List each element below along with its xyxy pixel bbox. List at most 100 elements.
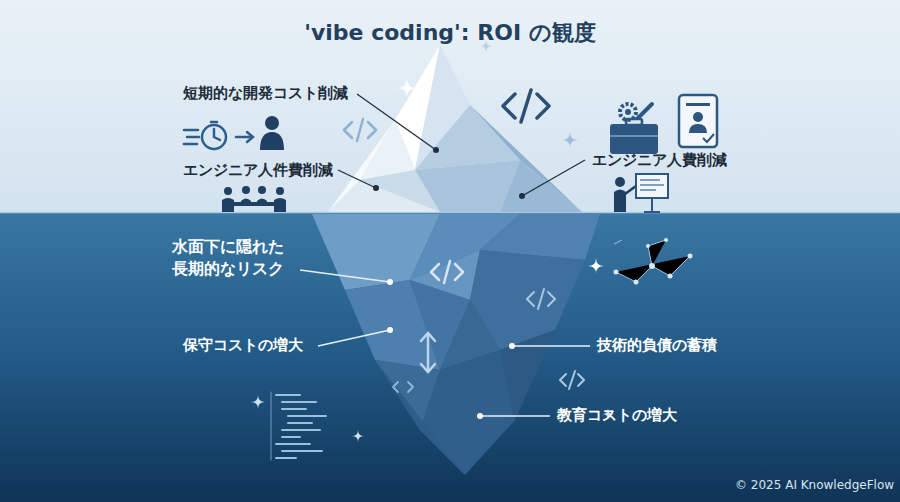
leader-line bbox=[433, 147, 439, 153]
sparkle bbox=[588, 258, 604, 274]
id-card-icon bbox=[689, 124, 707, 133]
sparkle bbox=[397, 78, 417, 98]
id-card-icon bbox=[679, 95, 717, 147]
iceberg-tip bbox=[500, 160, 582, 212]
presenter-icon bbox=[614, 190, 626, 213]
code-icon bbox=[393, 382, 413, 392]
benefit-label: 短期的な開発コスト削減 bbox=[183, 84, 348, 103]
leader-line bbox=[318, 330, 390, 346]
title: 'vibe coding': ROI の観度 bbox=[0, 18, 900, 48]
risk-heading: 水面下に隠れた 長期的なリスク bbox=[172, 236, 304, 279]
watermark: © 2025 AI KnowledgeFlow bbox=[735, 478, 894, 492]
sparkle bbox=[562, 132, 578, 148]
meeting-icon bbox=[222, 186, 286, 212]
leader-line bbox=[512, 345, 590, 346]
iceberg-underwater bbox=[312, 214, 600, 475]
risk-label: 技術的負債の蓄積 bbox=[597, 336, 717, 355]
presenter-icon bbox=[615, 177, 625, 187]
code-icon bbox=[431, 261, 463, 283]
constellation bbox=[634, 280, 639, 285]
gear-briefcase-icon bbox=[620, 104, 636, 120]
leader-line bbox=[387, 279, 393, 285]
sea bbox=[0, 212, 900, 502]
person-icon bbox=[260, 132, 284, 150]
leader-line bbox=[338, 170, 376, 188]
iceberg-tip bbox=[328, 45, 582, 212]
leader-line bbox=[522, 160, 585, 196]
meeting-icon bbox=[274, 198, 286, 212]
stopwatch-icon bbox=[236, 132, 253, 142]
constellation bbox=[649, 263, 655, 269]
id-card-icon bbox=[679, 95, 717, 147]
constellation bbox=[614, 238, 693, 285]
stopwatch-icon bbox=[184, 122, 253, 149]
meeting-icon bbox=[222, 198, 234, 212]
gear-briefcase-icon bbox=[610, 135, 658, 137]
meeting-icon bbox=[258, 186, 266, 194]
gear-briefcase-icon bbox=[626, 119, 642, 125]
presenter-icon bbox=[640, 180, 664, 190]
leader-line bbox=[387, 327, 393, 333]
iceberg-tip bbox=[415, 105, 520, 170]
sparkle bbox=[251, 395, 265, 409]
gear-briefcase-icon bbox=[625, 109, 631, 115]
code-icon bbox=[560, 371, 584, 389]
meeting-icon bbox=[232, 202, 276, 206]
meeting-icon bbox=[241, 199, 251, 204]
code-icon bbox=[503, 90, 549, 122]
sky bbox=[0, 0, 900, 212]
code-icon bbox=[344, 90, 584, 392]
gear-briefcase-icon bbox=[638, 104, 652, 118]
person-icon bbox=[260, 116, 284, 150]
iceberg-underwater bbox=[500, 330, 555, 420]
constellation bbox=[614, 238, 693, 285]
code-icon bbox=[344, 119, 376, 141]
risk-label: 教育コストの増大 bbox=[557, 406, 677, 425]
constellation bbox=[614, 240, 690, 282]
constellation bbox=[664, 238, 668, 242]
leader-line bbox=[373, 185, 379, 191]
leader-line bbox=[300, 94, 590, 419]
iceberg-underwater bbox=[420, 350, 515, 475]
gear-briefcase-icon bbox=[610, 124, 658, 154]
id-card-icon bbox=[703, 134, 714, 142]
iceberg-tip bbox=[470, 105, 582, 212]
presenter-icon bbox=[614, 174, 668, 212]
risk-label: 保守コストの増大 bbox=[183, 336, 303, 355]
person-icon bbox=[265, 116, 279, 130]
id-card-icon bbox=[693, 112, 703, 122]
stopwatch-icon bbox=[184, 130, 199, 144]
meeting-icon bbox=[257, 199, 267, 204]
benefit-label: エンジニア人件費削減 bbox=[183, 161, 333, 180]
code-icon bbox=[527, 289, 555, 309]
constellation bbox=[646, 244, 650, 248]
presenter-icon bbox=[625, 186, 636, 194]
meeting-icon bbox=[242, 186, 250, 194]
id-card-icon bbox=[686, 103, 710, 106]
leader-line bbox=[480, 415, 550, 416]
constellation bbox=[668, 274, 673, 279]
code-lines bbox=[271, 392, 272, 460]
leader-line bbox=[300, 270, 390, 282]
sparkle bbox=[352, 430, 364, 442]
code-lines bbox=[276, 395, 326, 458]
presenter-icon bbox=[644, 198, 660, 212]
presenter-icon bbox=[636, 174, 668, 198]
gear-briefcase-icon bbox=[610, 104, 658, 154]
leader-line bbox=[357, 94, 436, 150]
leader-line bbox=[509, 343, 515, 349]
constellation bbox=[688, 254, 693, 259]
iceberg-underwater bbox=[375, 360, 465, 475]
benefit-label: エンジニア人費削減 bbox=[592, 151, 727, 170]
meeting-icon bbox=[276, 187, 284, 195]
leader-line bbox=[519, 193, 525, 199]
stopwatch-icon bbox=[211, 122, 220, 140]
double-arrow bbox=[421, 333, 435, 372]
constellation bbox=[614, 270, 619, 275]
code-lines bbox=[271, 392, 326, 460]
meeting-icon bbox=[224, 187, 232, 195]
double-arrow bbox=[421, 333, 435, 372]
leader-line bbox=[477, 413, 483, 419]
